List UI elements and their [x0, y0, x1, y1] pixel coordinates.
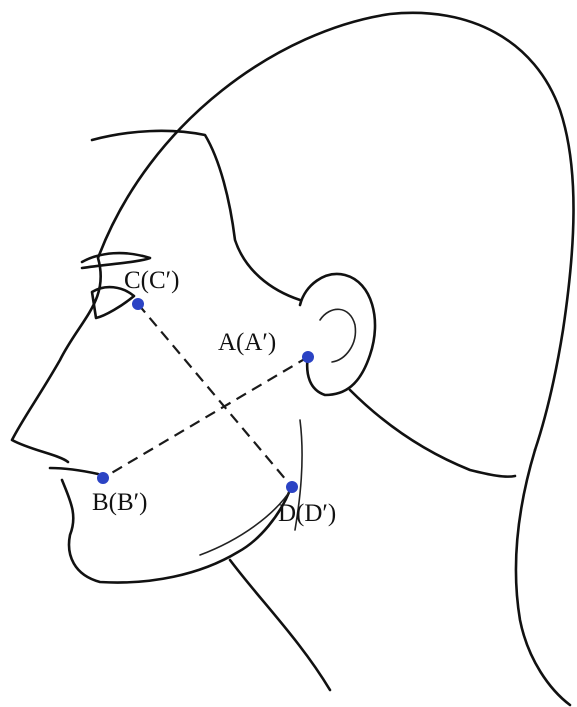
ear-inner	[320, 309, 355, 362]
point-b	[97, 472, 109, 484]
neck-outline	[230, 450, 570, 705]
ear	[300, 274, 375, 395]
label-d: D(D′)	[278, 500, 336, 527]
point-d	[286, 481, 298, 493]
nape-line	[350, 390, 515, 477]
label-c: C(C′)	[124, 267, 179, 294]
label-a: A(A′)	[218, 329, 276, 356]
point-a	[302, 351, 314, 363]
segment-a-b	[103, 357, 308, 478]
point-c	[132, 298, 144, 310]
eyebrow	[82, 253, 150, 268]
label-b: B(B′)	[92, 489, 147, 516]
